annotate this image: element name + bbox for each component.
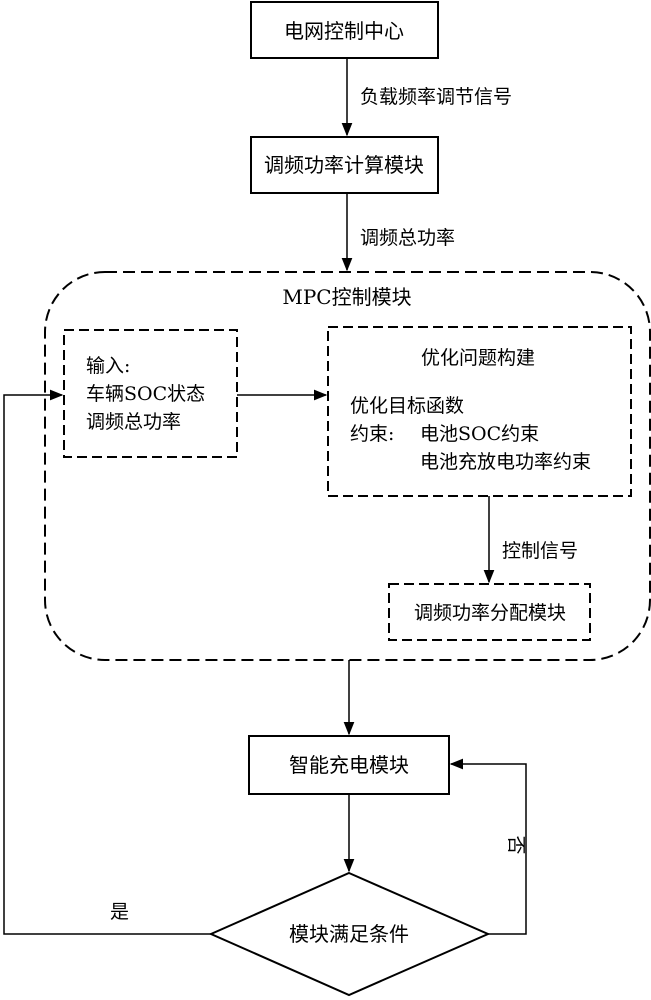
grid-center-box	[250, 1, 439, 59]
edge-label-load-freq-signal: 负载频率调节信号	[360, 86, 512, 108]
mpc-module-label: MPC控制模块	[282, 285, 411, 309]
dispatch-module-label: 调频功率分配模块	[414, 602, 566, 624]
input-power: 调频总功率	[86, 411, 181, 433]
grid-center-label: 电网控制中心	[284, 19, 404, 43]
no-loop-line	[449, 758, 527, 935]
constraint-soc: 电池SOC约束	[420, 423, 539, 445]
optimization-box	[327, 326, 632, 497]
condition-diamond	[208, 871, 491, 997]
mpc-module-container	[44, 271, 651, 661]
input-title: 输入:	[86, 355, 130, 377]
edge-label-total-power: 调频总功率	[360, 227, 455, 249]
edge-label-no: 否	[505, 835, 527, 854]
edge-label-control-signal: 控制信号	[502, 540, 578, 562]
optimization-objective: 优化目标函数	[350, 395, 464, 417]
constraint-label: 约束:	[350, 423, 394, 445]
optimization-title: 优化问题构建	[421, 347, 535, 369]
dispatch-module-box	[388, 583, 591, 641]
constraint-power: 电池充放电功率约束	[420, 451, 591, 473]
yes-loop-line	[3, 389, 211, 935]
condition-label: 模块满足条件	[289, 922, 409, 946]
input-soc: 车辆SOC状态	[86, 383, 205, 405]
edge-label-yes: 是	[110, 901, 129, 923]
calc-module-box	[250, 136, 439, 194]
calc-module-label: 调频功率计算模块	[264, 153, 424, 177]
smart-charging-label: 智能充电模块	[289, 753, 409, 777]
